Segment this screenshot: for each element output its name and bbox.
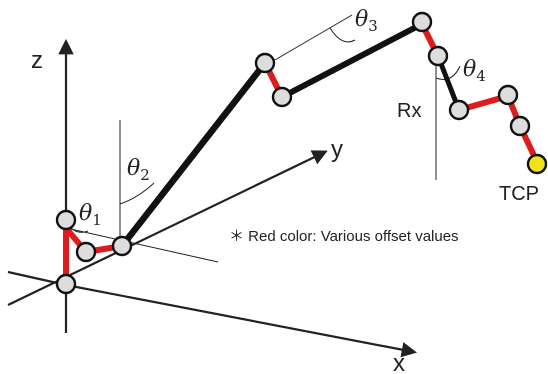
theta2-arc — [119, 182, 155, 205]
link-forearm — [280, 21, 424, 100]
joint-1b — [75, 241, 97, 263]
axis-z-label: z — [31, 47, 43, 74]
theta3-label: θ3 — [355, 7, 378, 35]
x-axis — [65, 283, 418, 358]
offset-base — [63, 225, 123, 283]
theta2-label: θ2 — [127, 156, 150, 184]
offset-note: ＊ Red color: Various offset values — [229, 228, 459, 245]
axis-y-label: y — [331, 136, 343, 163]
theta3-arc — [329, 27, 356, 43]
joint-4 — [411, 11, 433, 33]
axis-x-label: x — [393, 350, 405, 374]
joint-3b — [271, 86, 293, 108]
joint-2 — [111, 235, 133, 257]
joint-6b — [509, 115, 531, 137]
theta1-label: θ1 — [79, 201, 102, 229]
joint-1 — [55, 209, 77, 231]
joint-4b — [427, 45, 449, 67]
theta3-reference-line — [267, 14, 353, 65]
theta4-label: θ4 — [463, 57, 486, 85]
theta1-reference-line — [65, 227, 219, 263]
link-main-upper-arm — [119, 60, 268, 249]
tcp-point — [526, 153, 548, 175]
rx-label: Rx — [397, 100, 421, 122]
joint-6 — [497, 84, 519, 106]
joint-base — [55, 273, 77, 295]
offset-tool — [458, 93, 540, 164]
joint-3 — [254, 52, 276, 74]
joint-5 — [448, 99, 470, 121]
theta4-arc — [435, 65, 461, 80]
tcp-label: TCP — [499, 183, 539, 205]
